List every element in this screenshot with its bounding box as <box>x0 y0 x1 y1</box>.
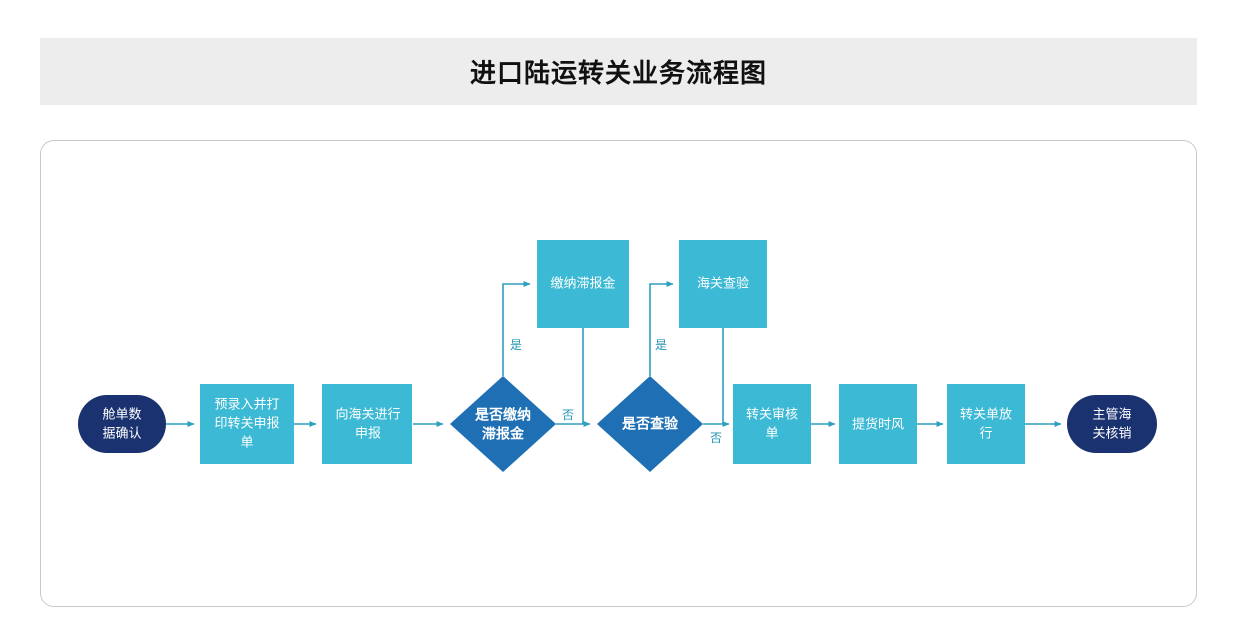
node-shape-process <box>733 384 811 464</box>
node-terminator-end[interactable]: 主管海 关核销 <box>1067 395 1157 453</box>
node-shape-decision <box>450 376 556 472</box>
node-label-line: 向海关进行 <box>335 406 400 421</box>
node-label-line: 关核销 <box>1092 425 1131 440</box>
node-label-line: 申报 <box>355 425 381 440</box>
node-process-release[interactable]: 转关单放 行 <box>947 384 1025 464</box>
node-process-preentry[interactable]: 预录入并打 印转关申报 单 <box>200 384 294 464</box>
node-label-line: 预录入并打 <box>214 396 279 411</box>
node-shape-process <box>679 240 767 328</box>
node-shape-decision <box>597 376 703 472</box>
node-process-customs-inspection[interactable]: 海关查验 <box>679 240 767 328</box>
edge-label-no-inspection: 否 <box>710 431 722 445</box>
node-label-line: 海关查验 <box>697 275 749 290</box>
edge-label-yes-late-fee: 是 <box>510 338 522 352</box>
node-shape-terminator <box>78 395 166 453</box>
node-label-line: 提货时风 <box>852 416 904 431</box>
node-shape-process <box>322 384 412 464</box>
node-label-line: 滞报金 <box>482 426 525 442</box>
node-process-declare[interactable]: 向海关进行 申报 <box>322 384 412 464</box>
node-label-line: 是否缴纳 <box>475 407 531 423</box>
edge-label-yes-inspection: 是 <box>655 338 667 352</box>
connector-layer <box>166 281 1062 427</box>
edge-n6-n7-yes <box>649 281 674 376</box>
edge-n4-n5-yes <box>502 281 531 376</box>
edge-label-no-late-fee: 否 <box>562 408 574 422</box>
node-label-line: 据确认 <box>102 425 141 440</box>
node-process-pay-late-fee[interactable]: 缴纳滞报金 <box>537 240 629 328</box>
node-shape-process <box>537 240 629 328</box>
node-label-line: 单 <box>765 425 778 440</box>
node-process-pickup[interactable]: 提货时风 <box>839 384 917 464</box>
node-label-line: 缴纳滞报金 <box>550 275 615 290</box>
node-label-line: 行 <box>979 425 992 440</box>
node-shape-process <box>200 384 294 464</box>
node-decision-inspection[interactable]: 是否查验 <box>597 376 703 472</box>
title-band: 进口陆运转关业务流程图 <box>40 38 1197 105</box>
node-shape-process <box>947 384 1025 464</box>
node-process-transit-review[interactable]: 转关审核 单 <box>733 384 811 464</box>
node-terminator-start[interactable]: 舱单数 据确认 <box>78 395 166 453</box>
node-label-line: 转关审核 <box>746 406 798 421</box>
page-title: 进口陆运转关业务流程图 <box>469 58 767 88</box>
node-decision-late-fee[interactable]: 是否缴纳 滞报金 <box>450 376 556 472</box>
flowchart-canvas: 舱单数 据确认 预录入并打 印转关申报 单 向海关进行 申报 是否缴纳 滞报金 <box>78 240 1157 472</box>
node-label-line: 主管海 <box>1092 406 1131 421</box>
node-label-line: 是否查验 <box>622 416 679 432</box>
node-label-line: 印转关申报 <box>214 415 279 430</box>
node-label-line: 舱单数 <box>102 406 141 421</box>
node-shape-terminator <box>1067 395 1157 453</box>
node-label-line: 转关单放 <box>960 406 1012 421</box>
diagram-card: 舱单数 据确认 预录入并打 印转关申报 单 向海关进行 申报 是否缴纳 滞报金 <box>40 140 1197 607</box>
node-shape-process <box>839 384 917 464</box>
node-label-line: 单 <box>240 434 253 449</box>
edge-label-layer: 是 否 是 否 <box>510 338 722 445</box>
